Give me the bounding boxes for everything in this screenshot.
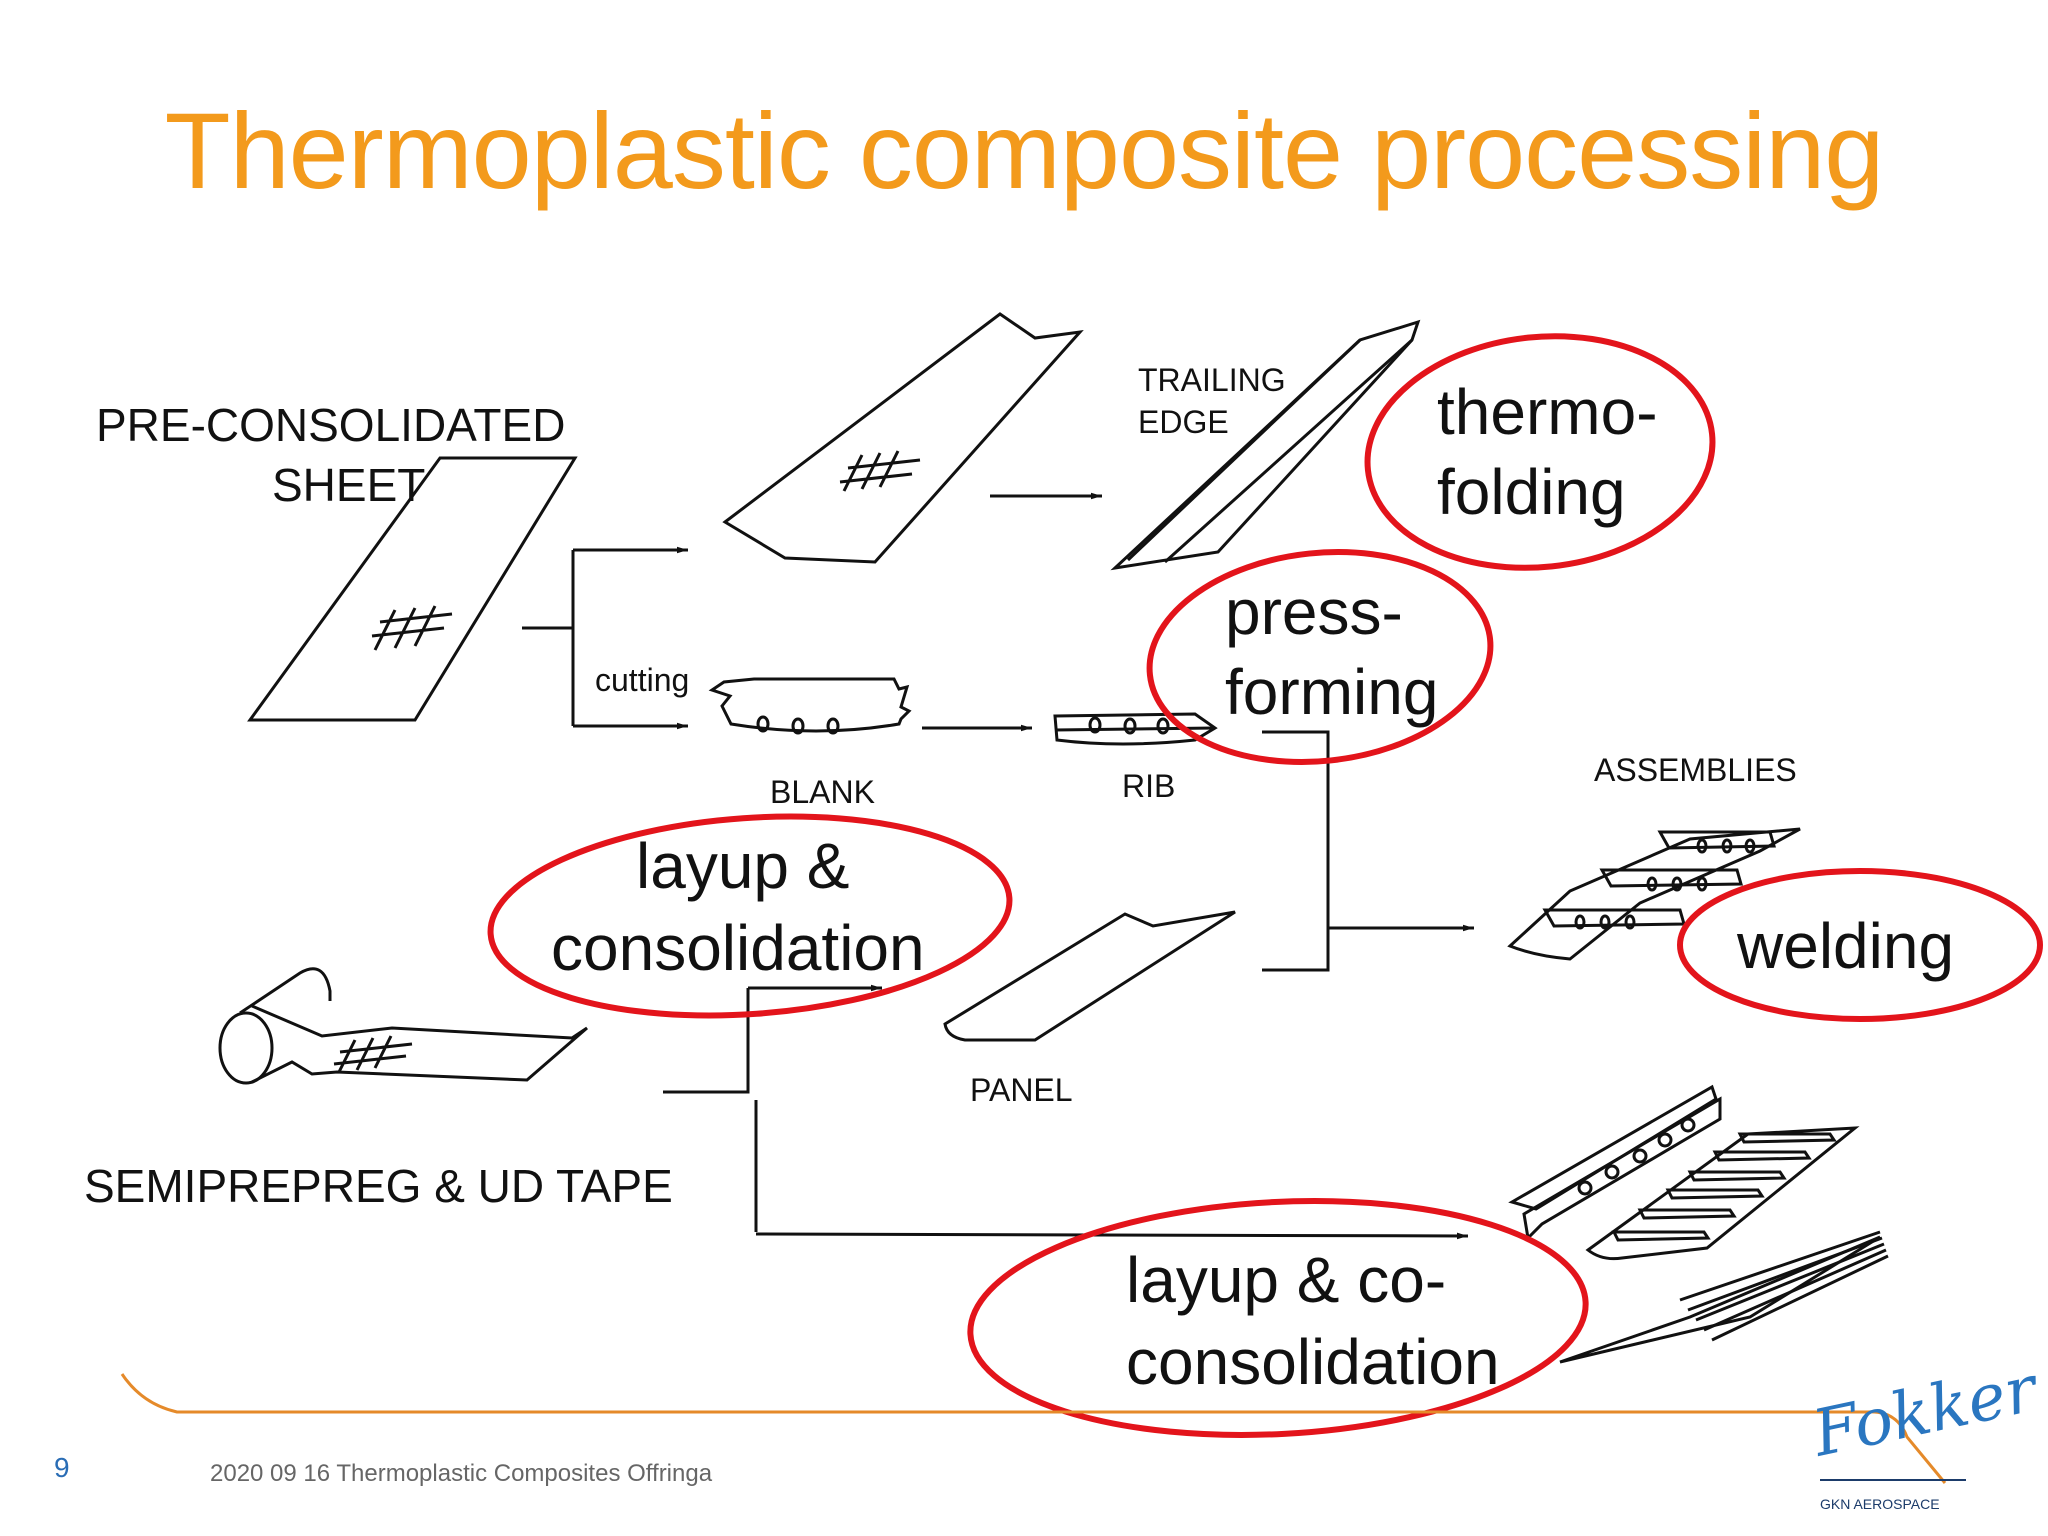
cutting-branch [522,546,688,730]
rib-blank-drawing [708,677,912,735]
pre-consolidated-sheet-drawing [247,456,578,722]
footer-text: 2020 09 16 Thermoplastic Composites Offr… [210,1460,713,1487]
process-consolidation: consolidation [551,912,925,984]
label-cutting: cutting [595,662,690,698]
label-blank: BLANK [770,774,875,810]
process-layup: layup & [636,830,850,902]
label-trailing: TRAILING [1138,362,1286,398]
process-layup-co: layup & co- [1126,1244,1447,1316]
circle-layup-consolidation [487,813,1013,1019]
process-forming: forming [1225,656,1439,728]
co-consolidated-parts-drawing [1508,1084,1889,1364]
circle-layup-co-consolidation [967,1198,1589,1438]
gkn-aerospace-logo: GKN AEROSPACE [1820,1496,1940,1512]
circle-press-forming [1146,549,1494,765]
process-thermo: thermo- [1437,376,1658,448]
process-folding: folding [1437,456,1626,528]
label-edge: EDGE [1138,404,1229,440]
trailing-edge-drawing [1110,319,1421,571]
footer-line [120,1373,1947,1484]
label-sheet: SHEET [272,459,426,511]
circle-welding [1677,868,2043,1022]
semiprepreg-roll-drawing [218,967,588,1085]
roll-branch-lines [663,984,1469,1240]
merge-bracket [1262,730,1474,972]
label-assemblies: ASSEMBLIES [1594,752,1797,788]
label-semiprepreg: SEMIPREPREG & UD TAPE [84,1160,673,1212]
process-press: press- [1225,576,1403,648]
assemblies-drawing [1507,827,1801,961]
label-panel: PANEL [970,1072,1073,1108]
trailing-edge-blank-drawing [722,312,1084,564]
highlight-circles [487,333,2043,1438]
panel-drawing [943,910,1236,1042]
page-number: 9 [54,1452,70,1483]
label-pre-consolidated: PRE-CONSOLIDATED [96,399,566,451]
label-rib: RIB [1122,768,1176,804]
rib-drawing [1053,712,1218,746]
process-co-consolidation: consolidation [1126,1326,1500,1398]
circle-thermo-folding [1364,333,1716,571]
page-title: Thermoplastic composite processing [164,90,1885,211]
process-welding: welding [1737,910,1955,982]
